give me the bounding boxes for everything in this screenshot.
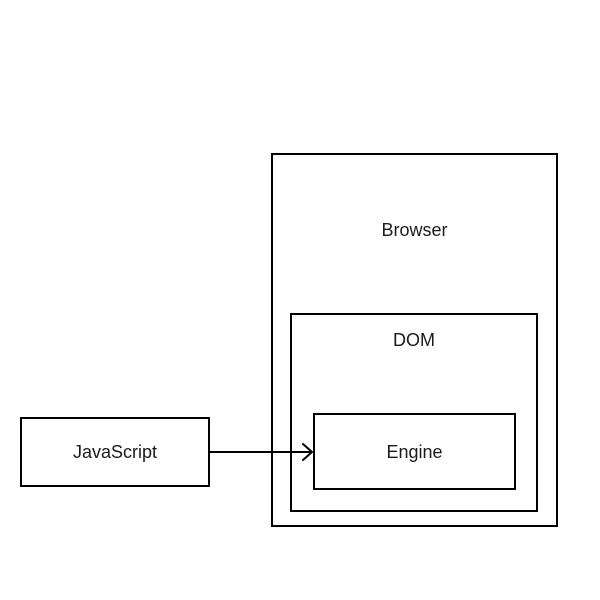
node-engine: Engine	[313, 413, 516, 490]
node-javascript: JavaScript	[20, 417, 210, 487]
node-browser: Browser DOM Engine	[271, 153, 558, 527]
node-dom-label: DOM	[393, 330, 435, 350]
node-dom: DOM Engine	[290, 313, 538, 512]
node-javascript-label: JavaScript	[72, 442, 158, 462]
node-browser-label: Browser	[381, 220, 448, 240]
node-engine-label: Engine	[386, 441, 443, 462]
